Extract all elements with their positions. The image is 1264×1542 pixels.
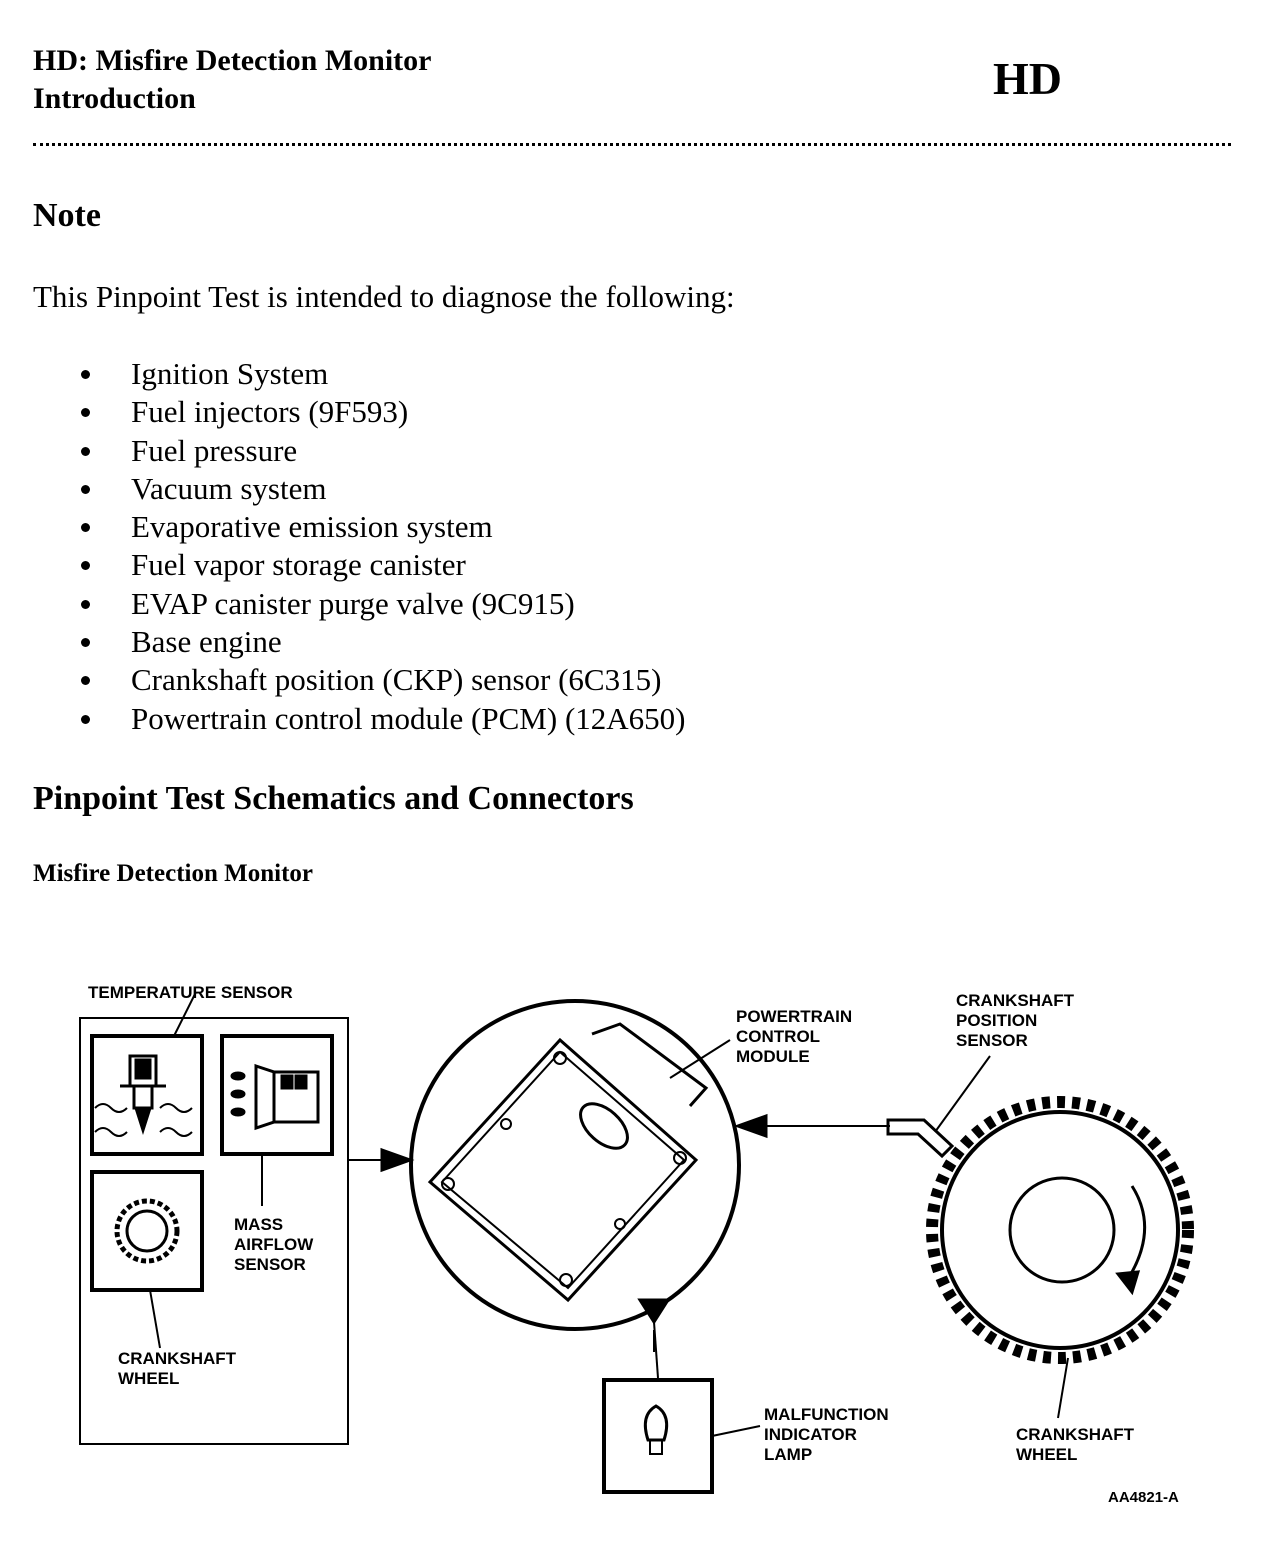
bullet-icon xyxy=(81,370,90,379)
svg-text:POSITION: POSITION xyxy=(956,1011,1037,1030)
svg-text:AIRFLOW: AIRFLOW xyxy=(234,1235,314,1254)
svg-text:SENSOR: SENSOR xyxy=(234,1255,306,1274)
label-temperature-sensor: TEMPERATURE SENSOR xyxy=(88,983,293,1002)
sensor-panel xyxy=(79,1017,349,1445)
label-mass-airflow-sensor: MASS AIRFLOW SENSOR xyxy=(234,1215,314,1274)
arrow-right-icon xyxy=(380,1147,415,1173)
svg-text:MODULE: MODULE xyxy=(736,1047,810,1066)
header-divider xyxy=(33,143,1231,146)
page-title-line2: Introduction xyxy=(33,82,196,115)
schematics-heading: Pinpoint Test Schematics and Connectors xyxy=(33,780,634,817)
svg-text:WHEEL: WHEEL xyxy=(1016,1445,1077,1464)
mass-airflow-sensor-icon xyxy=(220,1034,334,1206)
svg-text:MALFUNCTION: MALFUNCTION xyxy=(764,1405,889,1424)
page-title: HD: Misfire Detection Monitor Introducti… xyxy=(33,42,431,118)
svg-text:LAMP: LAMP xyxy=(764,1445,812,1464)
svg-text:SENSOR: SENSOR xyxy=(956,1031,1028,1050)
schematics-subheading: Misfire Detection Monitor xyxy=(33,860,313,887)
label-crankshaft-position-sensor: CRANKSHAFT POSITION SENSOR xyxy=(956,991,1075,1050)
svg-text:CONTROL: CONTROL xyxy=(736,1027,820,1046)
malfunction-indicator-lamp-icon xyxy=(602,1378,761,1494)
svg-text:WHEEL: WHEEL xyxy=(118,1369,179,1388)
bullet-icon xyxy=(81,523,90,533)
crankshaft-wheel-small-icon xyxy=(90,1170,204,1349)
svg-text:MASS: MASS xyxy=(234,1215,283,1234)
label-crankshaft-wheel-right: CRANKSHAFT WHEEL xyxy=(1016,1425,1135,1464)
bullet-icon xyxy=(81,638,90,648)
svg-text:CRANKSHAFT: CRANKSHAFT xyxy=(118,1349,237,1368)
bullet-icon xyxy=(81,484,90,494)
temperature-sensor-icon xyxy=(90,991,204,1156)
label-crankshaft-wheel-left: CRANKSHAFT WHEEL xyxy=(118,1349,237,1388)
arrow-down-icon xyxy=(637,1298,671,1325)
bullet-icon xyxy=(81,446,90,456)
label-powertrain-control-module: POWERTRAIN CONTROL MODULE xyxy=(736,1007,852,1066)
bullet-icon xyxy=(81,676,90,686)
svg-text:INDICATOR: INDICATOR xyxy=(764,1425,857,1444)
page-title-line1: HD: Misfire Detection Monitor xyxy=(33,44,432,77)
crankshaft-wheel-large-icon xyxy=(926,1096,1194,1419)
bullet-icon xyxy=(81,408,90,418)
crankshaft-position-sensor-icon xyxy=(886,1055,991,1159)
svg-text:CRANKSHAFT: CRANKSHAFT xyxy=(1016,1425,1135,1444)
section-code: HD xyxy=(993,53,1062,104)
bullet-icon xyxy=(81,599,90,609)
svg-text:POWERTRAIN: POWERTRAIN xyxy=(736,1007,852,1026)
bullet-icon xyxy=(81,561,90,571)
misfire-schematic-diagram: TEMPERATURE SENSOR MASS AIRFLOW SENSOR C… xyxy=(79,983,1194,1506)
label-malfunction-indicator-lamp: MALFUNCTION INDICATOR LAMP xyxy=(764,1405,889,1464)
svg-text:CRANKSHAFT: CRANKSHAFT xyxy=(956,991,1075,1010)
figure-code: AA4821-A xyxy=(1108,1489,1179,1506)
powertrain-control-module-icon xyxy=(409,999,741,1331)
note-heading: Note xyxy=(33,197,101,234)
bullet-icon xyxy=(81,714,90,724)
arrow-left-icon xyxy=(733,1113,768,1139)
note-intro: This Pinpoint Test is intended to diagno… xyxy=(33,279,735,314)
